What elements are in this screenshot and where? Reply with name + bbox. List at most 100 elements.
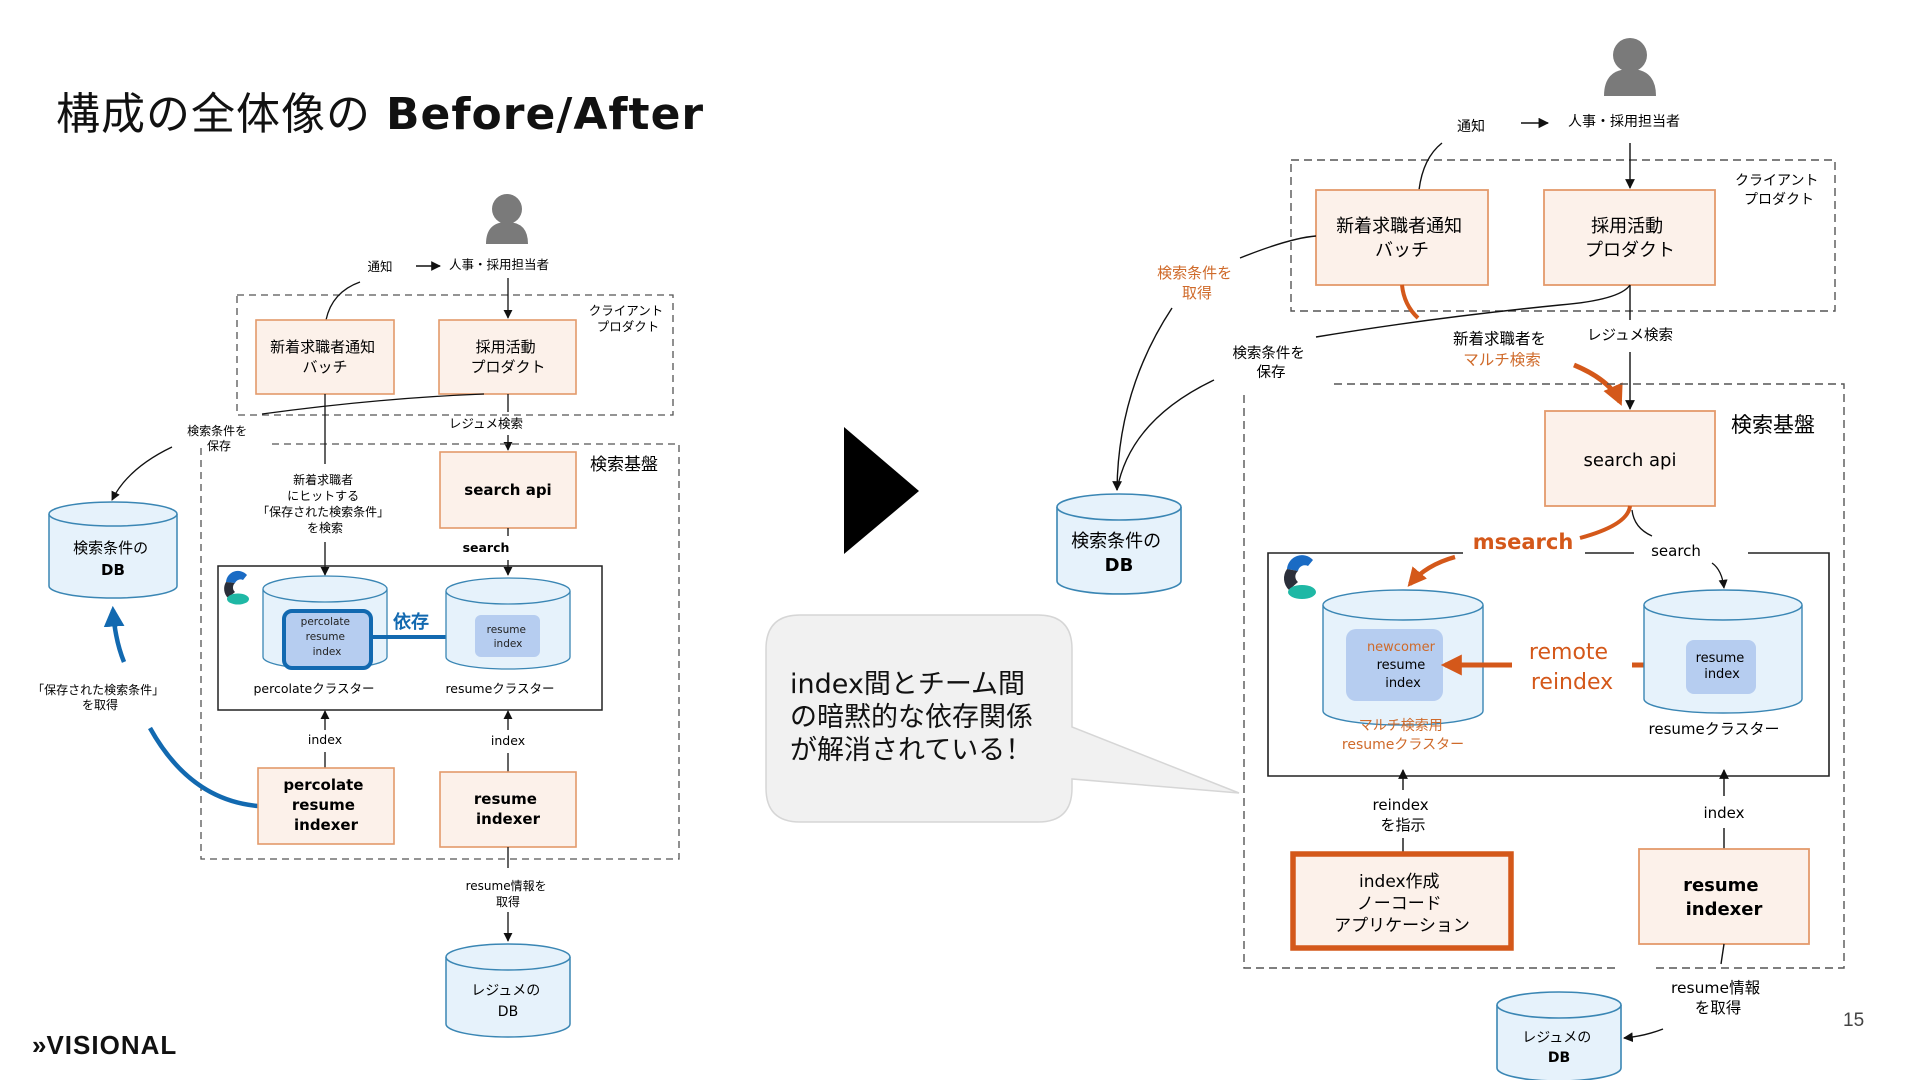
person-icon <box>1604 38 1656 96</box>
remote-reindex-label: remote reindex <box>1529 640 1615 695</box>
msearch-arrow <box>1407 554 1456 587</box>
save-conditions-label: 検索条件を 保存 <box>1232 345 1309 381</box>
user-label: 人事・採用担当者 <box>1568 114 1680 130</box>
svg-text:resume index: resume index <box>1696 651 1749 682</box>
client-group-label: クライアント プロダクト <box>589 303 668 334</box>
notify-label: 通知 <box>1457 118 1485 135</box>
resume-search-label: レジュメ検索 <box>449 416 523 431</box>
search-api-box[interactable] <box>1544 410 1716 507</box>
page-number: 15 <box>1843 1010 1865 1031</box>
multi-cluster-label: マルチ検索用 resumeクラスター <box>1342 717 1464 753</box>
multi-search-label: 新着求職者を マルチ検索 <box>1453 330 1551 369</box>
svg-text:percolate resume: percolate resume indexer <box>283 776 368 834</box>
before-diagram: 通知 人事・採用担当者 クライアント プロダクト 新着求職者通知 バッチ 採用活… <box>32 194 680 1038</box>
callout-bubble <box>765 614 1240 823</box>
search-label: search <box>463 540 510 555</box>
index-label-2: index <box>491 733 525 748</box>
callout-line: の暗黙的な依存関係 <box>790 702 1033 733</box>
percolate-indexer-box[interactable] <box>257 767 395 845</box>
client-product-group <box>236 294 674 416</box>
get-conditions-label: 検索条件を 取得 <box>1157 264 1237 302</box>
save-conditions-arrow <box>1116 379 1215 491</box>
search-platform-group <box>200 443 680 860</box>
notify-curve <box>325 281 361 321</box>
resume-indexer-box[interactable] <box>1638 848 1810 945</box>
save-conditions-label: 検索条件を 保存 <box>187 424 251 453</box>
callout-line: が解消されている！ <box>790 735 1033 766</box>
svg-text:採用活動 プロダクト: 採用活動 プロダクト <box>1585 216 1675 261</box>
percolate-cluster-label: percolateクラスター <box>254 681 375 696</box>
notify-label: 通知 <box>367 259 392 274</box>
platform-label: 検索基盤 <box>590 455 658 475</box>
batch-box[interactable] <box>255 319 395 395</box>
after-diagram: 通知 人事・採用担当者 クライアント プロダクト 新着求職者通知 バッチ 採用活… <box>1056 38 1845 1080</box>
product-box[interactable] <box>1543 189 1716 286</box>
resume-index[interactable] <box>475 615 540 657</box>
svg-text:レジュメの DB: レジュメの DB <box>471 983 544 1020</box>
svg-text:検索条件の DB: 検索条件の DB <box>1071 531 1167 576</box>
svg-text:newcomer resume: newcomer resume index <box>1367 640 1439 691</box>
index-label: index <box>1703 804 1744 822</box>
platform-label: 検索基盤 <box>1731 413 1815 437</box>
svg-text:search api: search api <box>1584 450 1677 471</box>
search-platform-group <box>1243 383 1845 969</box>
svg-text:検索条件の DB: 検索条件の DB <box>73 539 153 579</box>
callout-line: index間とチーム間 <box>790 669 1026 700</box>
save-conditions-line <box>261 393 485 415</box>
get-saved-conditions-arrow <box>148 726 259 809</box>
resume-cluster-label: resumeクラスター <box>445 681 554 696</box>
multi-search-arrow <box>1573 362 1623 406</box>
elastic-logo-icon <box>1283 555 1316 599</box>
percolate-resume-index[interactable] <box>282 609 373 670</box>
fetch-resume-label: resume情報を 取得 <box>466 879 551 909</box>
svg-text:search api: search api <box>464 481 551 499</box>
svg-text:percolate resume: percolate resume index <box>301 616 354 658</box>
title-en: Before/After <box>386 89 705 140</box>
newcomer-resume-index[interactable] <box>1346 629 1443 701</box>
page-title: 構成の全体像の Before/After <box>56 78 704 142</box>
resume-indexer-box[interactable] <box>439 771 577 848</box>
resume-cluster-label: resumeクラスター <box>1649 720 1780 738</box>
elastic-logo-icon <box>224 570 249 605</box>
svg-text:index作成 ノーコード: index作成 ノーコード アプリケーション <box>1334 872 1470 936</box>
batch-box[interactable] <box>1315 189 1489 286</box>
svg-text:resume indexer: resume indexer <box>1683 875 1765 920</box>
nocode-app-box[interactable] <box>1290 851 1514 951</box>
resume-db[interactable]: レジュメの DB <box>1496 991 1622 1080</box>
resume-index[interactable] <box>1686 640 1756 694</box>
visional-logo: »VISIONAL <box>32 1030 177 1061</box>
user-label: 人事・採用担当者 <box>449 257 549 272</box>
dependency-label: 依存 <box>393 611 429 633</box>
resume-search-label: レジュメ検索 <box>1587 327 1673 344</box>
conditions-db[interactable]: 検索条件の DB <box>48 501 178 599</box>
svg-text:レジュメの DB: レジュメの DB <box>1522 1030 1595 1066</box>
es-cluster-group <box>217 565 603 711</box>
multi-search-curve <box>1400 284 1420 320</box>
product-box[interactable] <box>438 319 577 395</box>
search-label: search <box>1651 542 1701 560</box>
logo-text: VISIONAL <box>46 1030 178 1060</box>
resume-db[interactable]: レジュメの DB <box>445 943 571 1038</box>
client-group-label: クライアント プロダクト <box>1735 173 1823 208</box>
person-icon <box>486 194 528 244</box>
svg-text:resume index: resume index <box>487 624 530 650</box>
svg-text:新着求職者通知 バッチ: 新着求職者通知 バッチ <box>1336 216 1468 261</box>
msearch-label: msearch <box>1473 530 1574 554</box>
svg-text:採用活動 プロダクト: 採用活動 プロダクト <box>470 338 545 376</box>
title-jp: 構成の全体像の <box>56 89 371 140</box>
msearch-curve <box>1579 505 1632 540</box>
callout-text: index間とチーム間 の暗黙的な依存関係 が解消されている！ <box>790 668 1033 767</box>
svg-text:resume indexer: resume indexer <box>474 790 542 828</box>
conditions-db[interactable]: 検索条件の DB <box>1056 493 1182 595</box>
get-saved-conditions-label: 「保存された検索条件」 を取得 <box>32 683 168 712</box>
es-cluster-group <box>1267 552 1830 777</box>
logo-chevron-icon: » <box>32 1030 47 1060</box>
client-product-group <box>1290 159 1836 312</box>
get-conditions-arrow <box>1112 307 1173 491</box>
save-to-db-arrow <box>111 446 173 501</box>
reindex-instruction-label: reindex を指示 <box>1373 796 1434 834</box>
fetch-resume-label: resume情報 を取得 <box>1671 979 1765 1017</box>
percolate-query-label: 新着求職者 にヒットする 「保存された検索条件」 を検索 <box>257 472 393 535</box>
search-api-box[interactable] <box>439 451 577 529</box>
